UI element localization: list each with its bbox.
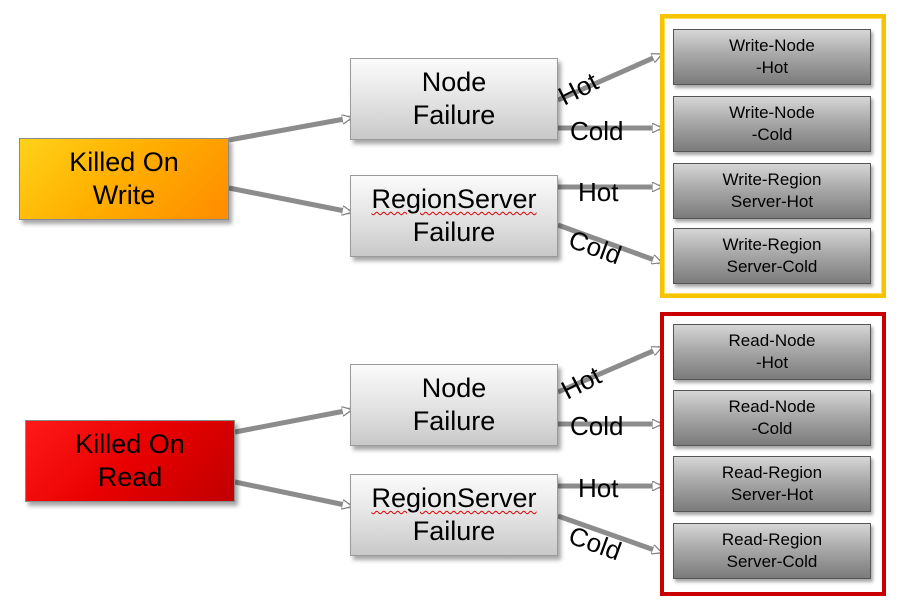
leaf-line: Server-Hot [730, 192, 814, 211]
arrow-write-to-node [228, 118, 350, 143]
leaf-line: -Cold [751, 125, 793, 144]
arrow-read-node-hot [557, 345, 660, 395]
root-line: Read [97, 462, 163, 492]
leaf-write-region-cold: Write-Region Server-Cold [673, 228, 871, 284]
leaf-write-region-hot: Write-Region Server-Hot [673, 163, 871, 219]
failure-line: Node [421, 67, 487, 97]
killed-on-read-box: Killed On Read [25, 420, 235, 502]
failure-line: RegionServer [371, 483, 537, 513]
leaf-read-node-hot: Read-Node -Hot [673, 324, 871, 380]
leaf-read-node-cold: Read-Node -Cold [673, 390, 871, 446]
failure-line: Failure [412, 217, 496, 247]
leaf-line: -Hot [755, 58, 789, 77]
failure-line: Node [421, 373, 487, 403]
leaf-line: Write-Region [722, 170, 822, 189]
leaf-line: Read-Node [728, 397, 816, 416]
leaf-line: Read-Region [721, 530, 823, 549]
arrow-read-to-region [234, 479, 350, 506]
arrow-read-to-node [234, 410, 350, 435]
leaf-line: Server-Cold [726, 257, 818, 276]
arrow-write-to-region [228, 185, 350, 212]
leaf-write-node-hot: Write-Node -Hot [673, 29, 871, 85]
leaf-line: -Hot [755, 353, 789, 372]
read-node-failure-box: Node Failure [350, 364, 558, 446]
write-outcomes-frame [660, 14, 886, 298]
edge-label-hot: Hot [578, 177, 619, 207]
root-line: Write [92, 180, 156, 210]
leaf-read-region-cold: Read-Region Server-Cold [673, 523, 871, 579]
leaf-line: Server-Cold [726, 552, 818, 571]
leaf-line: Write-Region [722, 235, 822, 254]
leaf-line: Read-Node [728, 331, 816, 350]
edge-label-cold: Cold [570, 411, 624, 441]
failure-line: Failure [412, 516, 496, 546]
leaf-line: -Cold [751, 419, 793, 438]
failure-line: RegionServer [371, 184, 537, 214]
write-node-failure-box: Node Failure [350, 58, 558, 140]
arrow-read-region-cold [557, 513, 660, 552]
leaf-line: Write-Node [729, 36, 815, 55]
read-outcomes-frame [660, 312, 886, 596]
edge-label-cold: Cold [570, 116, 624, 146]
leaf-line: Server-Hot [730, 485, 814, 504]
arrow-write-node-hot [556, 52, 660, 103]
leaf-read-region-hot: Read-Region Server-Hot [673, 456, 871, 512]
leaf-line: Write-Node [729, 103, 815, 122]
edge-label-hot: Hot [578, 473, 619, 503]
failure-line: Failure [412, 406, 496, 436]
read-region-failure-box: RegionServer Failure [350, 474, 558, 556]
leaf-line: Read-Region [721, 463, 823, 482]
leaf-write-node-cold: Write-Node -Cold [673, 96, 871, 152]
root-line: Killed On [75, 429, 185, 459]
root-line: Killed On [69, 147, 179, 177]
failure-line: Failure [412, 100, 496, 130]
arrow-write-region-cold [557, 222, 660, 262]
write-region-failure-box: RegionServer Failure [350, 175, 558, 257]
killed-on-write-box: Killed On Write [19, 138, 229, 220]
